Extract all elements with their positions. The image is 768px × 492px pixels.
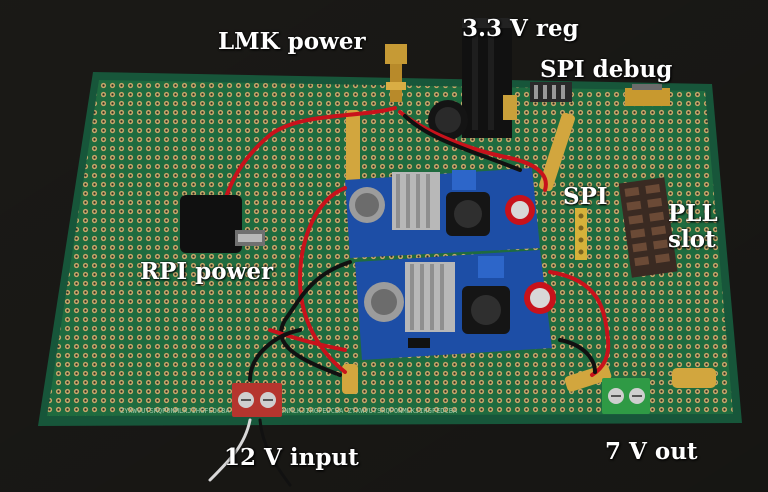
buck-module-upper xyxy=(345,168,540,258)
label-spi-debug: SPI debug xyxy=(540,56,673,83)
label-pll-slot: PLL slot xyxy=(668,200,718,254)
label-rpi-power: RPI power xyxy=(140,258,274,285)
label-3v3-reg: 3.3 V reg xyxy=(462,15,579,42)
spi-debug-header xyxy=(530,82,670,106)
buck-module-lower xyxy=(355,250,556,360)
sma-connector xyxy=(385,44,407,102)
label-7v-out: 7 V out xyxy=(605,438,698,465)
svg-text:ZYXWVUTSRQPONMLKJIHGFEDCBA ZYX: ZYXWVUTSRQPONMLKJIHGFEDCBA ZYXWVUTSRQPON… xyxy=(120,407,458,415)
label-12v-input: 12 V input xyxy=(224,444,359,471)
label-lmk-power: LMK power xyxy=(218,28,366,55)
label-spi: SPI xyxy=(563,183,608,210)
rpi-power-connector xyxy=(180,195,265,253)
terminal-7v xyxy=(602,378,650,414)
spi-header xyxy=(575,208,587,260)
terminal-12v xyxy=(232,383,282,417)
regulator-33v xyxy=(428,18,517,140)
pll-slot-header xyxy=(618,177,678,278)
wires xyxy=(208,106,611,487)
